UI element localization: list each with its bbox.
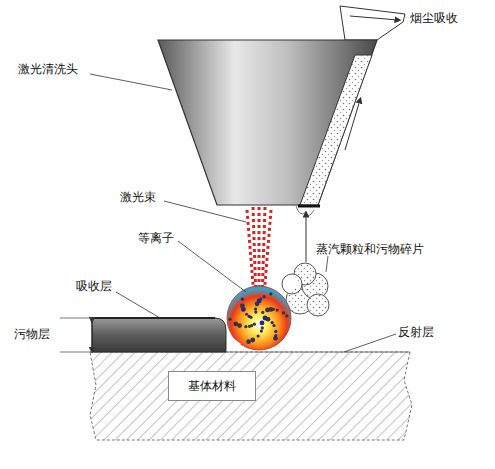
plasma-particle bbox=[260, 330, 263, 333]
plasma-particle bbox=[271, 321, 274, 324]
plasma-particle bbox=[269, 292, 272, 295]
plasma-particle bbox=[272, 324, 275, 327]
plasma-particle bbox=[250, 324, 253, 327]
plasma-particle bbox=[282, 311, 285, 314]
plasma-particle bbox=[254, 307, 257, 310]
part-label: 烟尘吸收 bbox=[410, 11, 458, 25]
plasma-particle bbox=[261, 326, 264, 329]
plasma-particle bbox=[241, 297, 244, 300]
plasma-particle bbox=[260, 321, 265, 326]
substrate-label-box: 基体材料 bbox=[168, 371, 256, 401]
plasma-particle bbox=[249, 316, 252, 319]
plasma-particle bbox=[257, 299, 262, 304]
plasma-particle bbox=[257, 334, 260, 337]
plasma-particle bbox=[245, 313, 248, 316]
plasma-particle bbox=[274, 330, 277, 333]
part-label: 污物层 bbox=[14, 327, 50, 341]
part-label: 反射层 bbox=[398, 325, 434, 339]
plasma-particle bbox=[285, 314, 288, 317]
plasma-particle bbox=[246, 339, 251, 344]
part-label: 蒸汽颗粒和污物碎片 bbox=[316, 242, 424, 256]
part-label: 激光束 bbox=[120, 190, 156, 204]
plasma-particle bbox=[276, 308, 279, 311]
plasma-particle bbox=[240, 303, 245, 308]
plasma-particle bbox=[262, 295, 265, 298]
part-label: 吸收层 bbox=[76, 279, 112, 293]
part-label: 激光清洗头 bbox=[18, 62, 78, 76]
part-label: 等离子 bbox=[138, 231, 174, 245]
plasma-particle bbox=[269, 307, 274, 312]
plasma-particle bbox=[233, 321, 238, 326]
plasma-particle bbox=[250, 338, 255, 343]
plasma-particle bbox=[254, 310, 257, 313]
plasma-particle bbox=[228, 318, 231, 321]
plasma-particle bbox=[261, 311, 264, 314]
plasma-particle bbox=[266, 317, 271, 322]
node-text: 基体材料 bbox=[188, 378, 236, 395]
plasma-particle bbox=[274, 334, 277, 337]
plasma-particle bbox=[244, 325, 247, 328]
plasma-particle bbox=[253, 323, 256, 326]
